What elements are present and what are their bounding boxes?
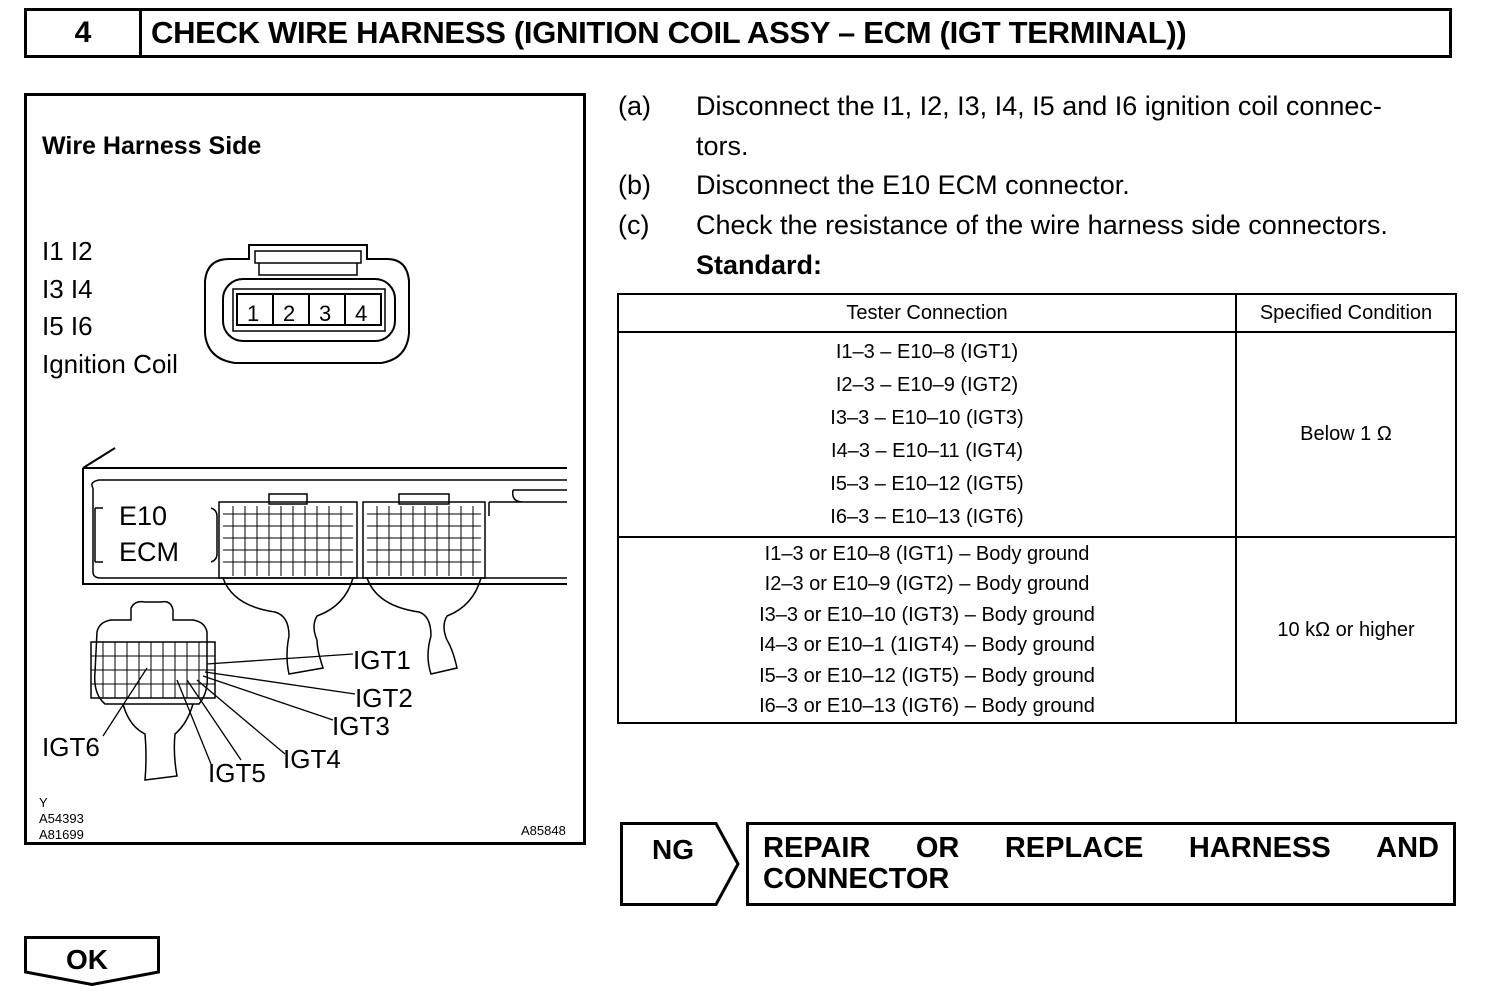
ok-label: OK (66, 944, 108, 975)
figure-heading: Wire Harness Side (42, 132, 262, 160)
step-b: (b) Disconnect the E10 ECM connector. (618, 165, 1458, 205)
specified-condition-group-1: Below 1 Ω (1235, 331, 1457, 538)
table-row-group-2: I1–3 or E10–8 (IGT1) – Body ground I2–3 … (617, 536, 1237, 724)
step-a-text-line1: Disconnect the I1, I2, I3, I4, I5 and I6… (696, 91, 1382, 121)
specified-condition-group-2: 10 kΩ or higher (1235, 536, 1457, 724)
ng-action-word: AND (1376, 832, 1439, 864)
step-number: 4 (27, 11, 142, 55)
step-c-text: Check the resistance of the wire harness… (696, 210, 1388, 240)
ng-action-word: REPAIR (763, 832, 871, 864)
tester-connection-row: I6–3 or E10–13 (IGT6) – Body ground (759, 695, 1095, 717)
ok-arrow: OK (24, 936, 160, 986)
tester-connection-row: I5–3 or E10–12 (IGT5) – Body ground (759, 664, 1095, 687)
figure-code-a54393: A54393 (39, 811, 84, 826)
ignition-coil-connector-drawing (204, 244, 410, 364)
coil-label-i3-i4: I3 I4 (42, 274, 93, 304)
pin-2: 2 (283, 301, 296, 326)
label-igt1: IGT1 (353, 645, 411, 675)
tester-connection-row: I4–3 – E10–11 (IGT4) (831, 439, 1023, 462)
figure-code-a81699: A81699 (39, 827, 84, 842)
step-c-label: (c) (618, 210, 650, 240)
label-igt4: IGT4 (283, 744, 341, 774)
spec-table: Tester Connection Specified Condition I1… (617, 293, 1457, 724)
tester-connection-row: I5–3 – E10–12 (IGT5) (830, 472, 1024, 495)
ecm-connector-drawing (82, 447, 567, 781)
coil-label-i1-i2: I1 I2 (42, 236, 93, 266)
col-header-specified-condition: Specified Condition (1235, 293, 1457, 333)
table-row-group-1: I1–3 – E10–8 (IGT1) I2–3 – E10–9 (IGT2) … (617, 331, 1237, 538)
ecm-label-e10: E10 (119, 501, 168, 531)
ecm-label-ecm: ECM (119, 537, 179, 567)
step-a-text-line2: tors. (696, 131, 749, 161)
tester-connection-row: I3–3 – E10–10 (IGT3) (830, 406, 1024, 429)
step-a: (a) Disconnect the I1, I2, I3, I4, I5 an… (618, 86, 1458, 166)
label-igt5: IGT5 (208, 758, 266, 788)
pin-1: 1 (247, 301, 260, 326)
ng-action-box: REPAIR OR REPLACE HARNESS AND CONNECTOR (746, 822, 1456, 906)
tester-connection-row: I2–3 – E10–9 (IGT2) (835, 373, 1019, 396)
coil-label-i5-i6: I5 I6 (42, 311, 93, 341)
figure-code-a85848: A85848 (521, 823, 566, 838)
label-igt6: IGT6 (42, 732, 100, 762)
pin-3: 3 (319, 301, 332, 326)
coil-label-ignition-coil: Ignition Coil (42, 349, 178, 379)
ng-arrow-shape (620, 822, 740, 906)
col-header-tester-connection: Tester Connection (617, 293, 1237, 333)
figure-code-y: Y (39, 795, 48, 810)
tester-connection-row: I3–3 or E10–10 (IGT3) – Body ground (759, 603, 1095, 626)
ng-arrow: NG (620, 822, 740, 906)
wire-harness-figure: Wire Harness Side I1 I2 I3 I4 I5 I6 Igni… (24, 93, 586, 845)
ng-action-word: HARNESS (1188, 832, 1331, 864)
step-header: 4 CHECK WIRE HARNESS (IGNITION COIL ASSY… (24, 8, 1452, 58)
tester-connection-row: I2–3 or E10–9 (IGT2) – Body ground (764, 573, 1090, 595)
ng-action-word: OR (915, 832, 960, 864)
tester-connection-row: I1–3 or E10–8 (IGT1) – Body ground (764, 542, 1090, 565)
step-a-label: (a) (618, 91, 651, 121)
tester-connection-row: I1–3 – E10–8 (IGT1) (835, 340, 1019, 363)
standard-label: Standard: (696, 250, 823, 280)
ng-label: NG (652, 834, 694, 865)
label-igt3: IGT3 (332, 711, 390, 741)
pin-4: 4 (355, 301, 368, 326)
step-b-text: Disconnect the E10 ECM connector. (696, 170, 1130, 200)
ng-action-line2: CONNECTOR (763, 863, 950, 895)
tester-connection-row: I4–3 or E10–1 (1IGT4) – Body ground (759, 634, 1095, 656)
step-b-label: (b) (618, 170, 651, 200)
tester-connection-row: I6–3 – E10–13 (IGT6) (830, 505, 1024, 528)
step-c: (c) Check the resistance of the wire har… (618, 205, 1458, 245)
ng-action-word: REPLACE (1004, 832, 1144, 864)
ok-arrow-shape (24, 936, 160, 986)
label-igt2: IGT2 (355, 683, 413, 713)
step-title: CHECK WIRE HARNESS (IGNITION COIL ASSY –… (151, 15, 1187, 50)
